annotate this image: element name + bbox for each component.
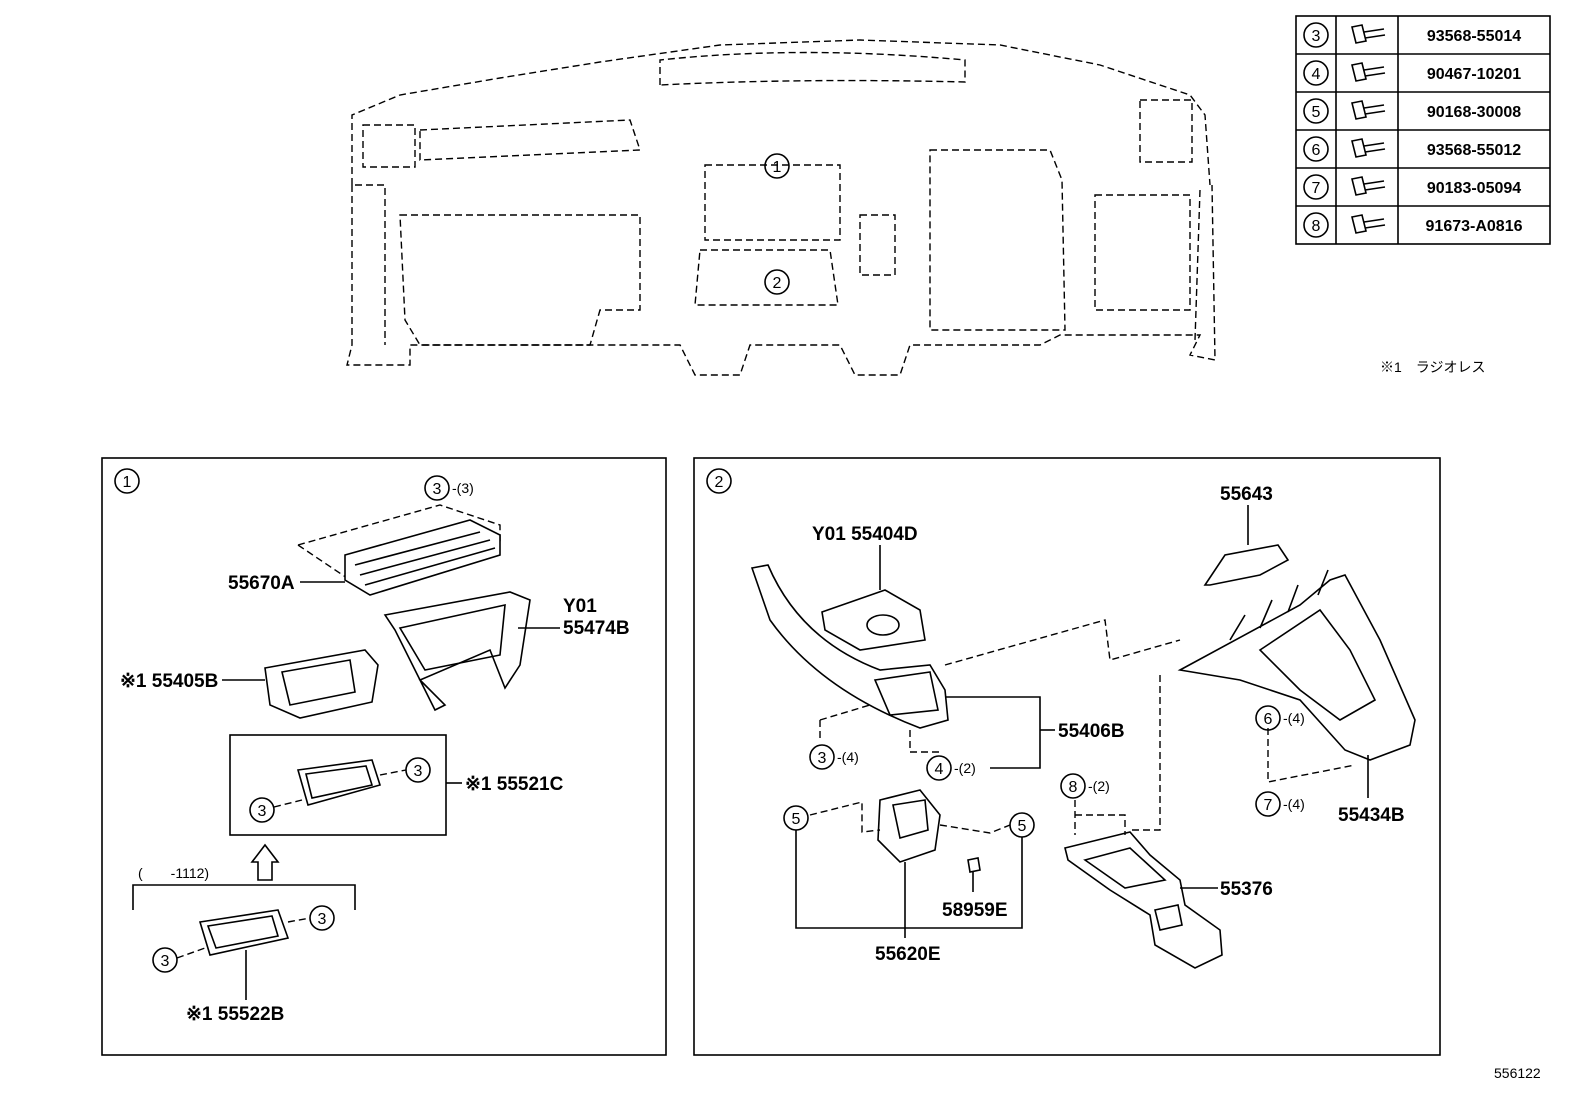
svg-text:5: 5 (1312, 104, 1321, 121)
panel1-callout-3-top: 3 (424, 475, 450, 501)
part-55521C-switch (296, 759, 382, 806)
svg-text:1: 1 (773, 159, 782, 176)
qty-label: -(4) (1283, 796, 1305, 812)
label-55406B: 55406B (1058, 721, 1125, 742)
table-part-no: 93568-55012 (1427, 142, 1521, 159)
panel-1-frame (101, 457, 667, 1056)
qty-label: -(2) (1088, 778, 1110, 794)
table-ref-7: 7 (1303, 174, 1329, 200)
part-55434B-bracket (1177, 569, 1416, 761)
note-radioless: ※1 ラジオレス (1380, 359, 1486, 375)
svg-text:2: 2 (773, 275, 782, 292)
svg-text:3: 3 (433, 481, 442, 498)
table-part-no: 90467-10201 (1427, 66, 1521, 83)
table-ref-5: 5 (1303, 98, 1329, 124)
drawing-number: 556122 (1494, 1065, 1541, 1081)
table-part-no: 90168-30008 (1427, 104, 1521, 121)
screw-icon (1351, 100, 1386, 120)
bolt-icon (1351, 138, 1386, 158)
table-part-no: 93568-55014 (1427, 28, 1521, 45)
label-55643: 55643 (1220, 484, 1273, 505)
panel-1-id: 1 (114, 468, 140, 494)
table-ref-4: 4 (1303, 60, 1329, 86)
label-55670A: 55670A (228, 573, 295, 594)
svg-text:4: 4 (935, 761, 944, 778)
svg-text:3: 3 (161, 953, 170, 970)
svg-text:5: 5 (1018, 818, 1027, 835)
svg-text:3: 3 (318, 911, 327, 928)
label-55474B: 55474B (563, 618, 630, 639)
svg-text:3: 3 (414, 763, 423, 780)
fastener-table (1295, 15, 1551, 245)
qty-label: -(3) (452, 480, 474, 496)
label-55405B: ※1 55405B (120, 671, 218, 692)
callout-8: 8 (1060, 773, 1086, 799)
svg-text:6: 6 (1264, 711, 1273, 728)
qty-label: -(4) (1283, 710, 1305, 726)
part-55404D-console-trim (750, 564, 949, 729)
svg-text:1: 1 (123, 474, 132, 491)
nut-clip-icon (1351, 176, 1386, 196)
svg-text:3: 3 (1312, 28, 1321, 45)
label-55434B: 55434B (1338, 805, 1405, 826)
label-55404D: Y01 55404D (812, 524, 918, 545)
dashboard-outline (346, 39, 1216, 376)
callout-7: 7 (1255, 791, 1281, 817)
overview-callout-2: 2 (764, 269, 790, 295)
svg-text:2: 2 (715, 474, 724, 491)
overview-callout-1: 1 (764, 153, 790, 179)
table-part-no: 90183-05094 (1427, 180, 1521, 197)
qty-label: -(2) (954, 760, 976, 776)
callout-3-55406B: 3 (809, 744, 835, 770)
callout-3-55521C-left: 3 (249, 797, 275, 823)
svg-text:7: 7 (1312, 180, 1321, 197)
table-ref-3: 3 (1303, 22, 1329, 48)
part-55474B-bezel (383, 591, 531, 712)
svg-text:8: 8 (1069, 779, 1078, 796)
panel-2-frame (693, 457, 1441, 1056)
svg-text:5: 5 (792, 811, 801, 828)
part-55522B-switch (198, 909, 290, 956)
label-55522B: ※1 55522B (186, 1004, 284, 1025)
table-part-no: 91673-A0816 (1426, 218, 1523, 235)
callout-5-left: 5 (783, 805, 809, 831)
table-ref-8: 8 (1303, 212, 1329, 238)
label-58959E: 58959E (942, 900, 1008, 921)
clip-icon (1351, 62, 1386, 82)
box-55521C (229, 734, 447, 836)
label-y01: Y01 (563, 596, 597, 617)
part-55376-bracket (1064, 831, 1223, 969)
svg-text:6: 6 (1312, 142, 1321, 159)
callout-6: 6 (1255, 705, 1281, 731)
callout-3-55522B-right: 3 (309, 905, 335, 931)
bolt-icon (1351, 214, 1386, 234)
callout-4-55406B: 4 (926, 755, 952, 781)
part-55670A-vent (297, 504, 501, 596)
arrow-up-icon (250, 843, 280, 881)
svg-text:4: 4 (1312, 66, 1321, 83)
part-55620E-holder (877, 789, 981, 873)
label-55521C: ※1 55521C (465, 774, 564, 795)
svg-text:3: 3 (818, 750, 827, 767)
callout-3-55521C-right: 3 (405, 757, 431, 783)
svg-text:3: 3 (258, 803, 267, 820)
callout-5-right: 5 (1009, 812, 1035, 838)
label-range: ( -1112) (138, 865, 209, 881)
panel-2-id: 2 (706, 468, 732, 494)
part-55405B-display (264, 649, 379, 719)
label-55620E: 55620E (875, 944, 941, 965)
qty-label: -(4) (837, 749, 859, 765)
svg-text:7: 7 (1264, 797, 1273, 814)
svg-text:8: 8 (1312, 218, 1321, 235)
callout-3-55522B-left: 3 (152, 947, 178, 973)
part-55643 (1203, 544, 1290, 586)
table-ref-6: 6 (1303, 136, 1329, 162)
bolt-with-washer-icon (1351, 24, 1386, 44)
label-55376: 55376 (1220, 879, 1273, 900)
